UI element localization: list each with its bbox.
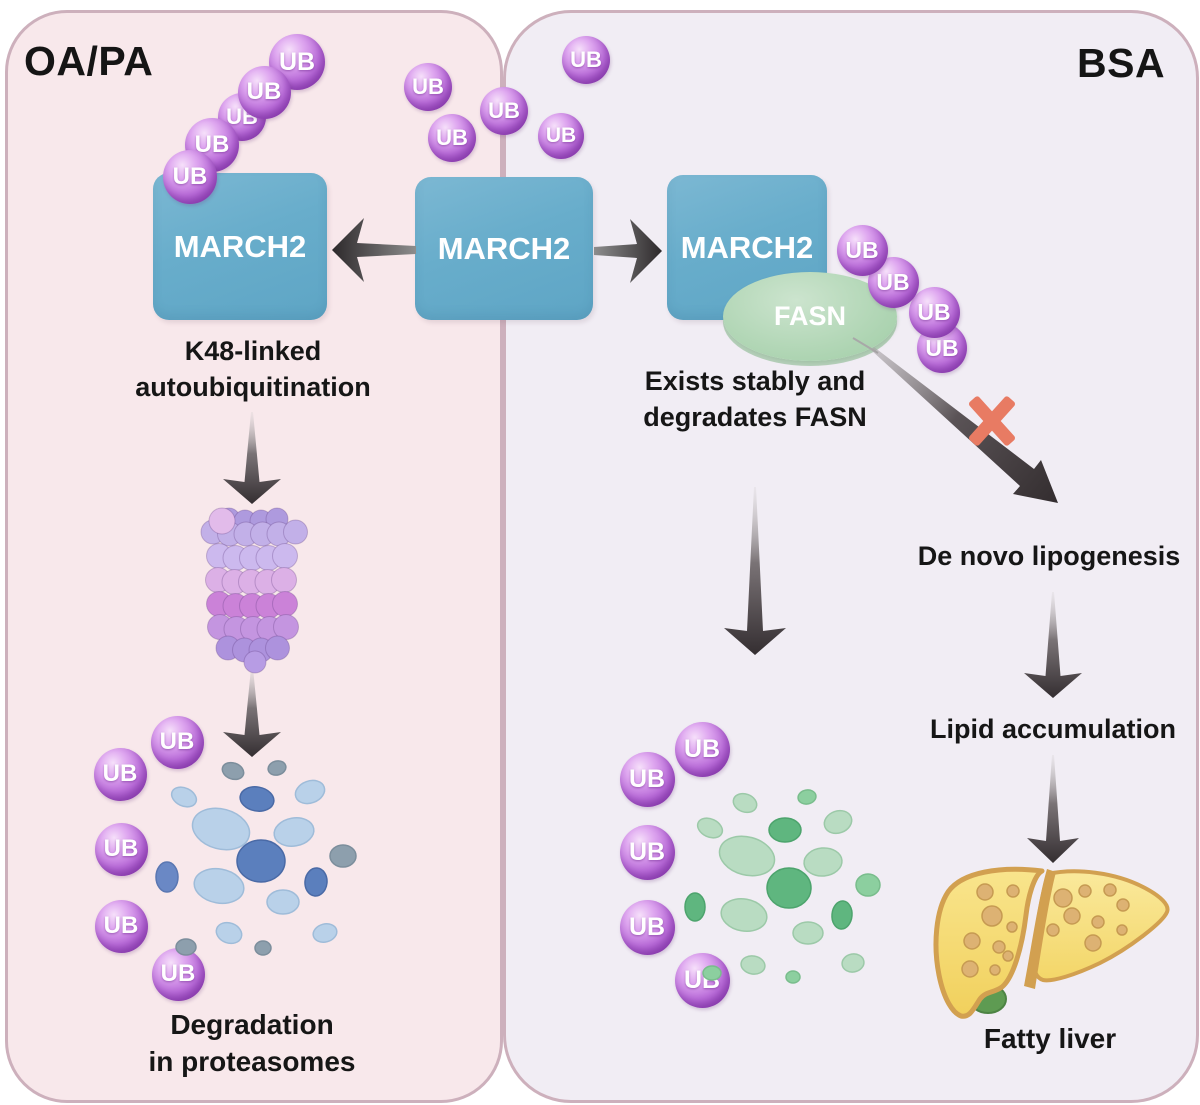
caption-line: in proteasomes — [148, 1046, 356, 1077]
ub-ball: UB — [150, 715, 204, 769]
caption-line: degradates FASN — [643, 402, 867, 432]
ub-ball: UB — [404, 63, 452, 111]
caption-de-novo-lipogenesis: De novo lipogenesis — [917, 541, 1181, 571]
ub-ball: UB — [674, 721, 730, 777]
ub-ball: UB — [836, 224, 888, 276]
ub-ball: UB — [480, 87, 528, 135]
caption-degradation-proteasomes: Degradation in proteasomes — [149, 1006, 356, 1080]
ub-ball: UB — [94, 899, 148, 953]
caption-exists-stably: Exists stably and degradates FASN — [643, 363, 867, 435]
ub-ball: UB — [163, 150, 217, 204]
caption-lipid-accumulation: Lipid accumulation — [929, 714, 1177, 744]
caption-line: autoubiquitination — [135, 372, 371, 402]
ub-ball: UB — [619, 751, 675, 807]
march2-box-center: MARCH2 — [415, 177, 593, 320]
ub-ball: UB — [151, 947, 205, 1001]
ub-ball: UB — [538, 113, 584, 159]
ub-ball: UB — [93, 747, 147, 801]
ub-ball: UB — [94, 822, 148, 876]
caption-fatty-liver: Fatty liver — [983, 1023, 1117, 1054]
caption-k48-autoubiquitination: K48-linked autoubiquitination — [135, 333, 370, 405]
panel-title-oapa: OA/PA — [24, 38, 154, 84]
caption-line: Exists stably and — [644, 366, 866, 396]
ub-ball: UB — [619, 899, 675, 955]
panel-title-bsa: BSA — [1077, 40, 1166, 86]
ub-ball: UB — [562, 36, 610, 84]
caption-line: Degradation — [170, 1009, 334, 1040]
ub-ball: UB — [908, 286, 960, 338]
caption-line: K48-linked — [184, 336, 322, 366]
ub-ball: UB — [674, 952, 730, 1008]
ub-ball: UB — [619, 824, 675, 880]
ub-ball: UB — [237, 65, 291, 119]
ub-ball: UB — [428, 114, 476, 162]
